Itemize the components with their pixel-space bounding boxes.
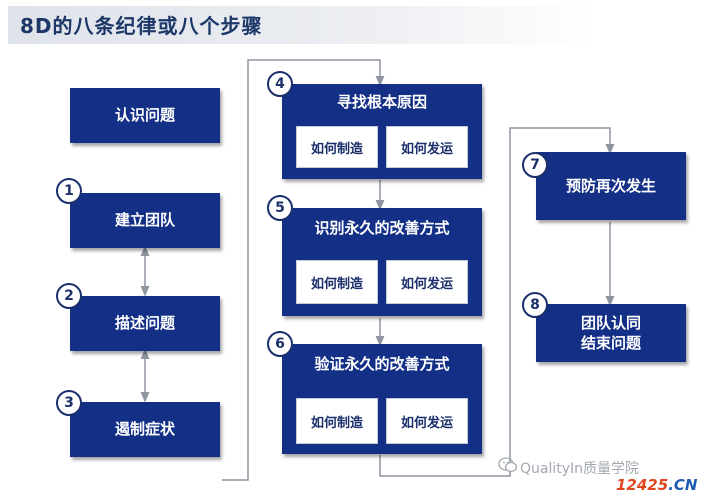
step-5-label: 识别永久的改善方式 (314, 219, 450, 237)
diagram-title: 8D的八条纪律或八个步骤 (20, 14, 263, 38)
step-4-number: 4 (267, 71, 293, 97)
step-1-number: 1 (56, 178, 82, 204)
step-7-label: 预防再次发生 (565, 177, 656, 195)
step-recognize-problem-label: 认识问题 (114, 106, 175, 124)
watermark-site-suffix: .CN (668, 476, 698, 494)
watermark-site-main: 12425 (616, 476, 669, 494)
step-2-label: 描述问题 (114, 314, 175, 332)
step-4-sub-ship: 如何发运 (386, 126, 468, 168)
step-8-number: 8 (522, 292, 548, 318)
step-2-box: 描述问题 (70, 296, 220, 351)
connector-6-7 (379, 127, 615, 477)
step-1-box: 建立团队 (70, 193, 220, 248)
step-5-sub-manufacture: 如何制造 (296, 260, 378, 304)
step-5-number: 5 (267, 195, 293, 221)
watermark-site: 12425.CN (616, 476, 697, 494)
step-6-box: 验证永久的改善方式 如何制造 如何发运 (282, 344, 482, 454)
step-3-number: 3 (56, 390, 82, 416)
step-1-label: 建立团队 (114, 211, 175, 229)
wechat-icon (498, 457, 518, 473)
step-6-sub-ship: 如何发运 (386, 398, 468, 444)
step-6-label: 验证永久的改善方式 (314, 355, 450, 373)
step-5-box: 识别永久的改善方式 如何制造 如何发运 (282, 208, 482, 316)
step-8-label-line1: 团队认同 (580, 314, 641, 332)
step-4-sub-manufacture: 如何制造 (296, 126, 378, 168)
step-recognize-problem: 认识问题 (70, 88, 220, 143)
step-8-label-line2: 结束问题 (580, 334, 641, 352)
step-2-number: 2 (56, 283, 82, 309)
step-4-box: 寻找根本原因 如何制造 如何发运 (282, 84, 482, 179)
step-3-label: 遏制症状 (114, 420, 175, 438)
step-3-box: 遏制症状 (70, 402, 220, 457)
step-6-sub-manufacture: 如何制造 (296, 398, 378, 444)
step-7-box: 预防再次发生 (536, 152, 686, 220)
step-5-sub-ship: 如何发运 (386, 260, 468, 304)
watermark-text: QualityIn质量学院 (520, 461, 640, 477)
step-4-label: 寻找根本原因 (336, 93, 427, 111)
step-7-number: 7 (522, 152, 548, 178)
step-8-box: 团队认同 结束问题 (536, 304, 686, 362)
connector-3-4 (222, 59, 385, 481)
step-6-number: 6 (267, 331, 293, 357)
title-bar (8, 6, 596, 44)
